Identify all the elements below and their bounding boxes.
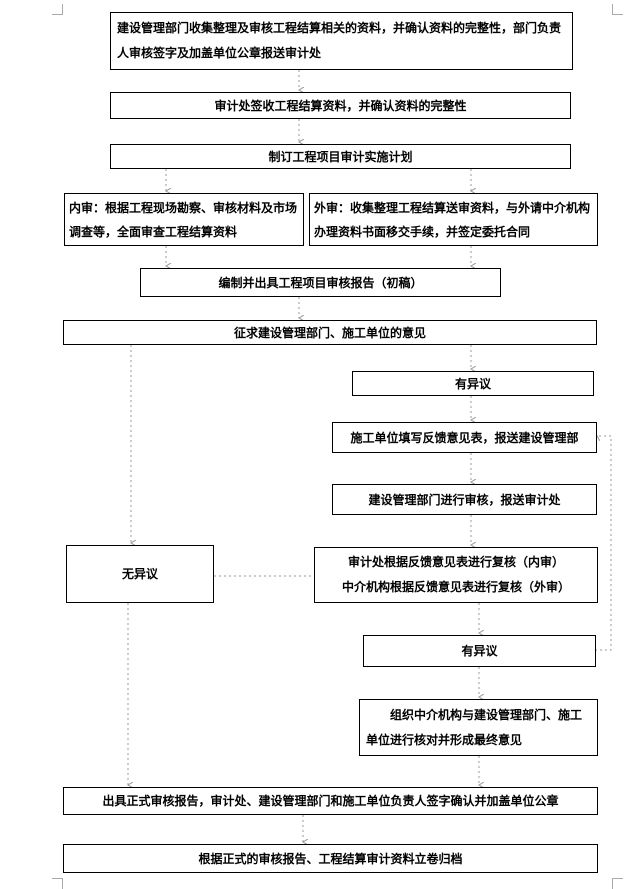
step-draft-report: 编制并出具工程项目审核报告（初稿） <box>140 268 501 297</box>
step-construction-review-text: 建设管理部门进行审核，报送审计处 <box>368 492 561 507</box>
step-contractor-feedback-text: 施工单位填写反馈意见表，报送建设管理部 <box>350 430 579 445</box>
page-corner-top-right <box>612 4 623 15</box>
step-final-opinion: 组织中介机构与建设管理部门、施工单位进行核对并形成最终意见 <box>359 699 598 756</box>
step-recheck-internal-text: 审计处根据反馈意见表进行复核（内审） <box>347 555 564 569</box>
objection-box-2-text: 有异议 <box>461 644 498 658</box>
step-construction-review: 建设管理部门进行审核，报送审计处 <box>332 484 597 515</box>
step-contractor-feedback: 施工单位填写反馈意见表，报送建设管理部 <box>332 422 597 453</box>
step-audit-receive: 审计处签收工程结算资料，并确认资料的完整性 <box>110 92 571 119</box>
step-draft-report-text: 编制并出具工程项目审核报告（初稿） <box>218 275 423 290</box>
step-internal-audit: 内审：根据工程现场勘察、审核材料及市场调查等，全面审查工程结算资料 <box>64 193 304 246</box>
step-archive: 根据正式的审核报告、工程结算审计资料立卷归档 <box>63 844 598 873</box>
step-formal-report-text: 出具正式审核报告，审计处、建设管理部门和施工单位负责人签字确认并加盖单位公章 <box>102 794 559 808</box>
step-audit-receive-text: 审计处签收工程结算资料，并确认资料的完整性 <box>214 98 467 113</box>
objection-box-1: 有异议 <box>352 371 594 396</box>
objection-box-2: 有异议 <box>363 635 596 667</box>
no-objection-box-text: 无异议 <box>121 567 158 581</box>
step-external-audit: 外审：收集整理工程结算送审资料，与外请中介机构办理资料书面移交手续，并签定委托合… <box>309 193 598 246</box>
step-archive-text: 根据正式的审核报告、工程结算审计资料立卷归档 <box>198 851 463 866</box>
step-recheck: 审计处根据反馈意见表进行复核（内审） 中介机构根据反馈意见表进行复核（外审） <box>314 547 598 603</box>
step-recheck-external-text: 中介机构根据反馈意见表进行复核（外审） <box>341 580 570 594</box>
page-corner-top-left <box>52 4 63 15</box>
step-solicit-opinions-text: 征求建设管理部门、施工单位的意见 <box>233 325 426 340</box>
step-audit-plan-text: 制订工程项目审计实施计划 <box>268 149 413 164</box>
step-internal-audit-text: 内审：根据工程现场勘察、审核材料及市场调查等，全面审查工程结算资料 <box>69 200 298 239</box>
step-solicit-opinions: 征求建设管理部门、施工单位的意见 <box>63 320 597 345</box>
step-collect-materials: 建设管理部门收集整理及审核工程结算相关的资料，并确认资料的完整性，部门负责人审核… <box>110 12 573 70</box>
objection-box-1-text: 有异议 <box>454 376 491 391</box>
page-corner-bottom-right <box>612 878 623 889</box>
step-external-audit-text: 外审：收集整理工程结算送审资料，与外请中介机构办理资料书面移交手续，并签定委托合… <box>314 200 591 239</box>
step-formal-report: 出具正式审核报告，审计处、建设管理部门和施工单位负责人签字确认并加盖单位公章 <box>63 787 598 815</box>
page-corner-bottom-left <box>52 878 63 889</box>
no-objection-box: 无异议 <box>66 545 214 603</box>
step-audit-plan: 制订工程项目审计实施计划 <box>110 144 571 169</box>
step-collect-materials-text: 建设管理部门收集整理及审核工程结算相关的资料，并确认资料的完整性，部门负责人审核… <box>117 21 562 60</box>
feedback-loop-arrow <box>595 436 612 651</box>
step-final-opinion-text: 组织中介机构与建设管理部门、施工单位进行核对并形成最终意见 <box>366 707 583 747</box>
